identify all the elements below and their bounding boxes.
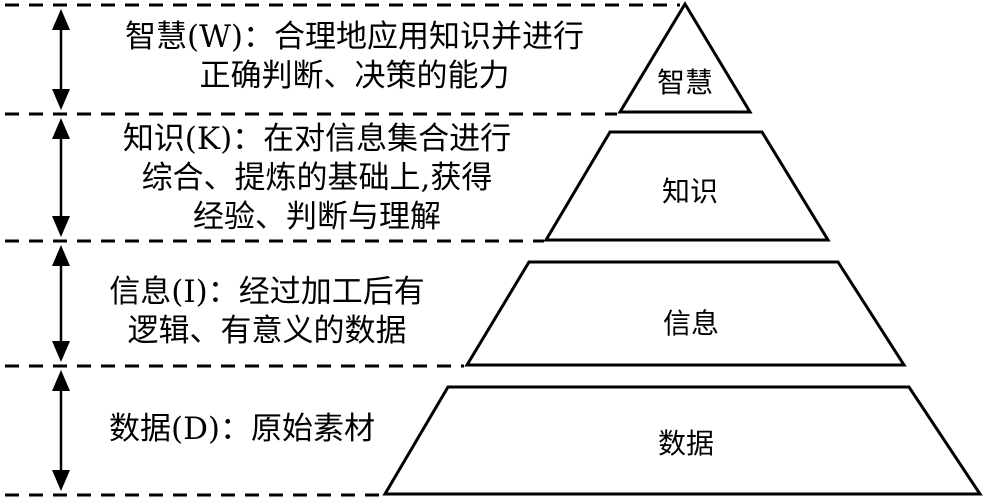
description-wisdom-line-1: 智慧(W)：合理地应用知识并进行 [124,19,585,55]
pyramid-layer-data [382,385,983,496]
description-information-line-1: 信息(I)：经过加工后有 [109,274,425,310]
arrow-wisdom [52,9,70,110]
arrow-information [52,245,70,362]
arrow-data [52,370,70,491]
description-wisdom: 智慧(W)：合理地应用知识并进行 正确判断、决策的能力 [82,18,627,96]
description-data: 数据(D)：原始素材 [82,410,402,449]
description-information-line-2: 逻辑、有意义的数据 [127,313,407,349]
description-knowledge-line-1: 知识(K)：在对信息集合进行 [122,121,512,157]
arrow-knowledge [52,118,70,237]
description-data-line-1: 数据(D)：原始素材 [108,411,376,447]
pyramid-label-knowledge: 知识 [661,175,718,208]
pyramid-label-information: 信息 [662,307,719,340]
description-information: 信息(I)：经过加工后有 逻辑、有意义的数据 [82,273,452,351]
pyramid-layer-information [464,260,907,367]
pyramid-layer-knowledge [543,130,831,242]
description-wisdom-line-2: 正确判断、决策的能力 [199,58,510,94]
description-knowledge: 知识(K)：在对信息集合进行 综合、提炼的基础上,获得 经验、判断与理解 [82,120,552,237]
description-knowledge-line-2: 综合、提炼的基础上,获得 [141,160,493,196]
pyramid-label-data: 数据 [657,427,714,460]
pyramid-layer-wisdom [617,1,753,114]
pyramid-label-wisdom: 智慧 [656,66,713,99]
description-knowledge-line-3: 经验、判断与理解 [193,199,441,235]
